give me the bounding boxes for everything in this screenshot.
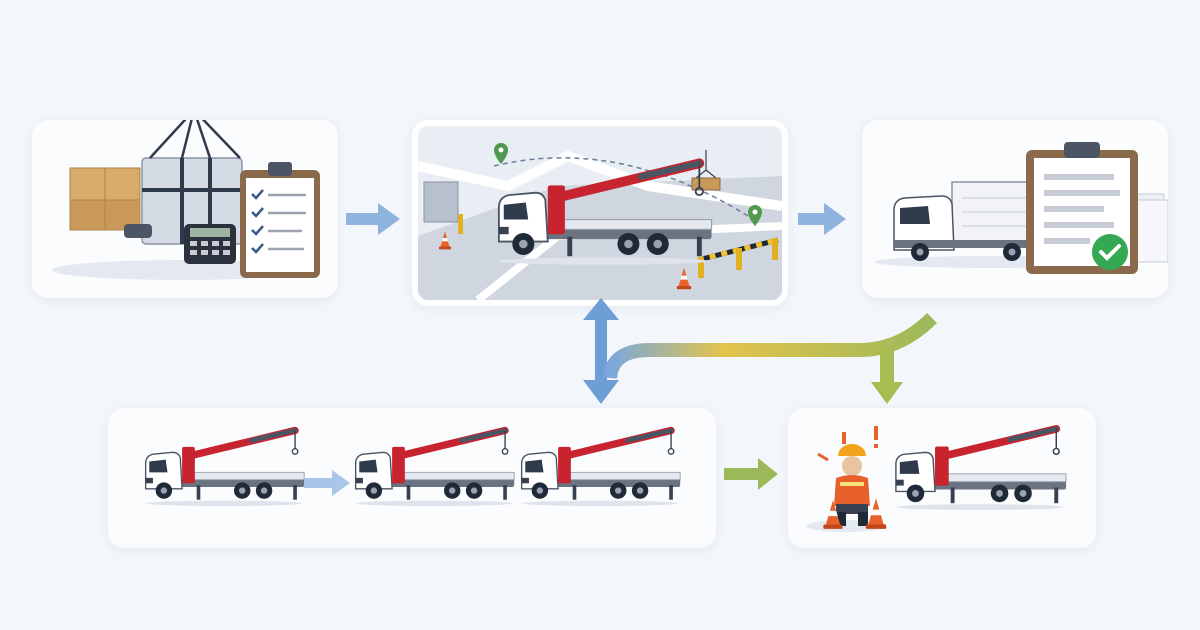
arrow-route-to-documentation — [798, 203, 846, 235]
tape-measure-icon — [124, 224, 152, 238]
arrow-documentation-to-safety — [603, 312, 937, 404]
route-site-card — [412, 120, 788, 306]
arrow-fleet-to-safety — [724, 458, 778, 490]
map-pin-icon — [494, 143, 508, 164]
calculator-icon — [184, 224, 236, 264]
worker-icon — [806, 444, 886, 532]
safety-card — [788, 408, 1096, 548]
flow-arrow — [304, 470, 350, 496]
arrow-route-fleet-bidirectional — [583, 298, 619, 404]
barrier-icon — [458, 214, 779, 278]
crane-hook-icon — [149, 120, 241, 159]
planning-card — [32, 120, 338, 298]
fleet-card — [108, 408, 716, 548]
check-badge-icon — [1092, 234, 1128, 270]
cardboard-box-icon — [69, 167, 141, 231]
documentation-card — [862, 120, 1168, 298]
map-pin-icon — [748, 205, 762, 226]
checklist-clipboard-icon — [240, 162, 320, 278]
arrow-planning-to-route — [346, 203, 400, 235]
